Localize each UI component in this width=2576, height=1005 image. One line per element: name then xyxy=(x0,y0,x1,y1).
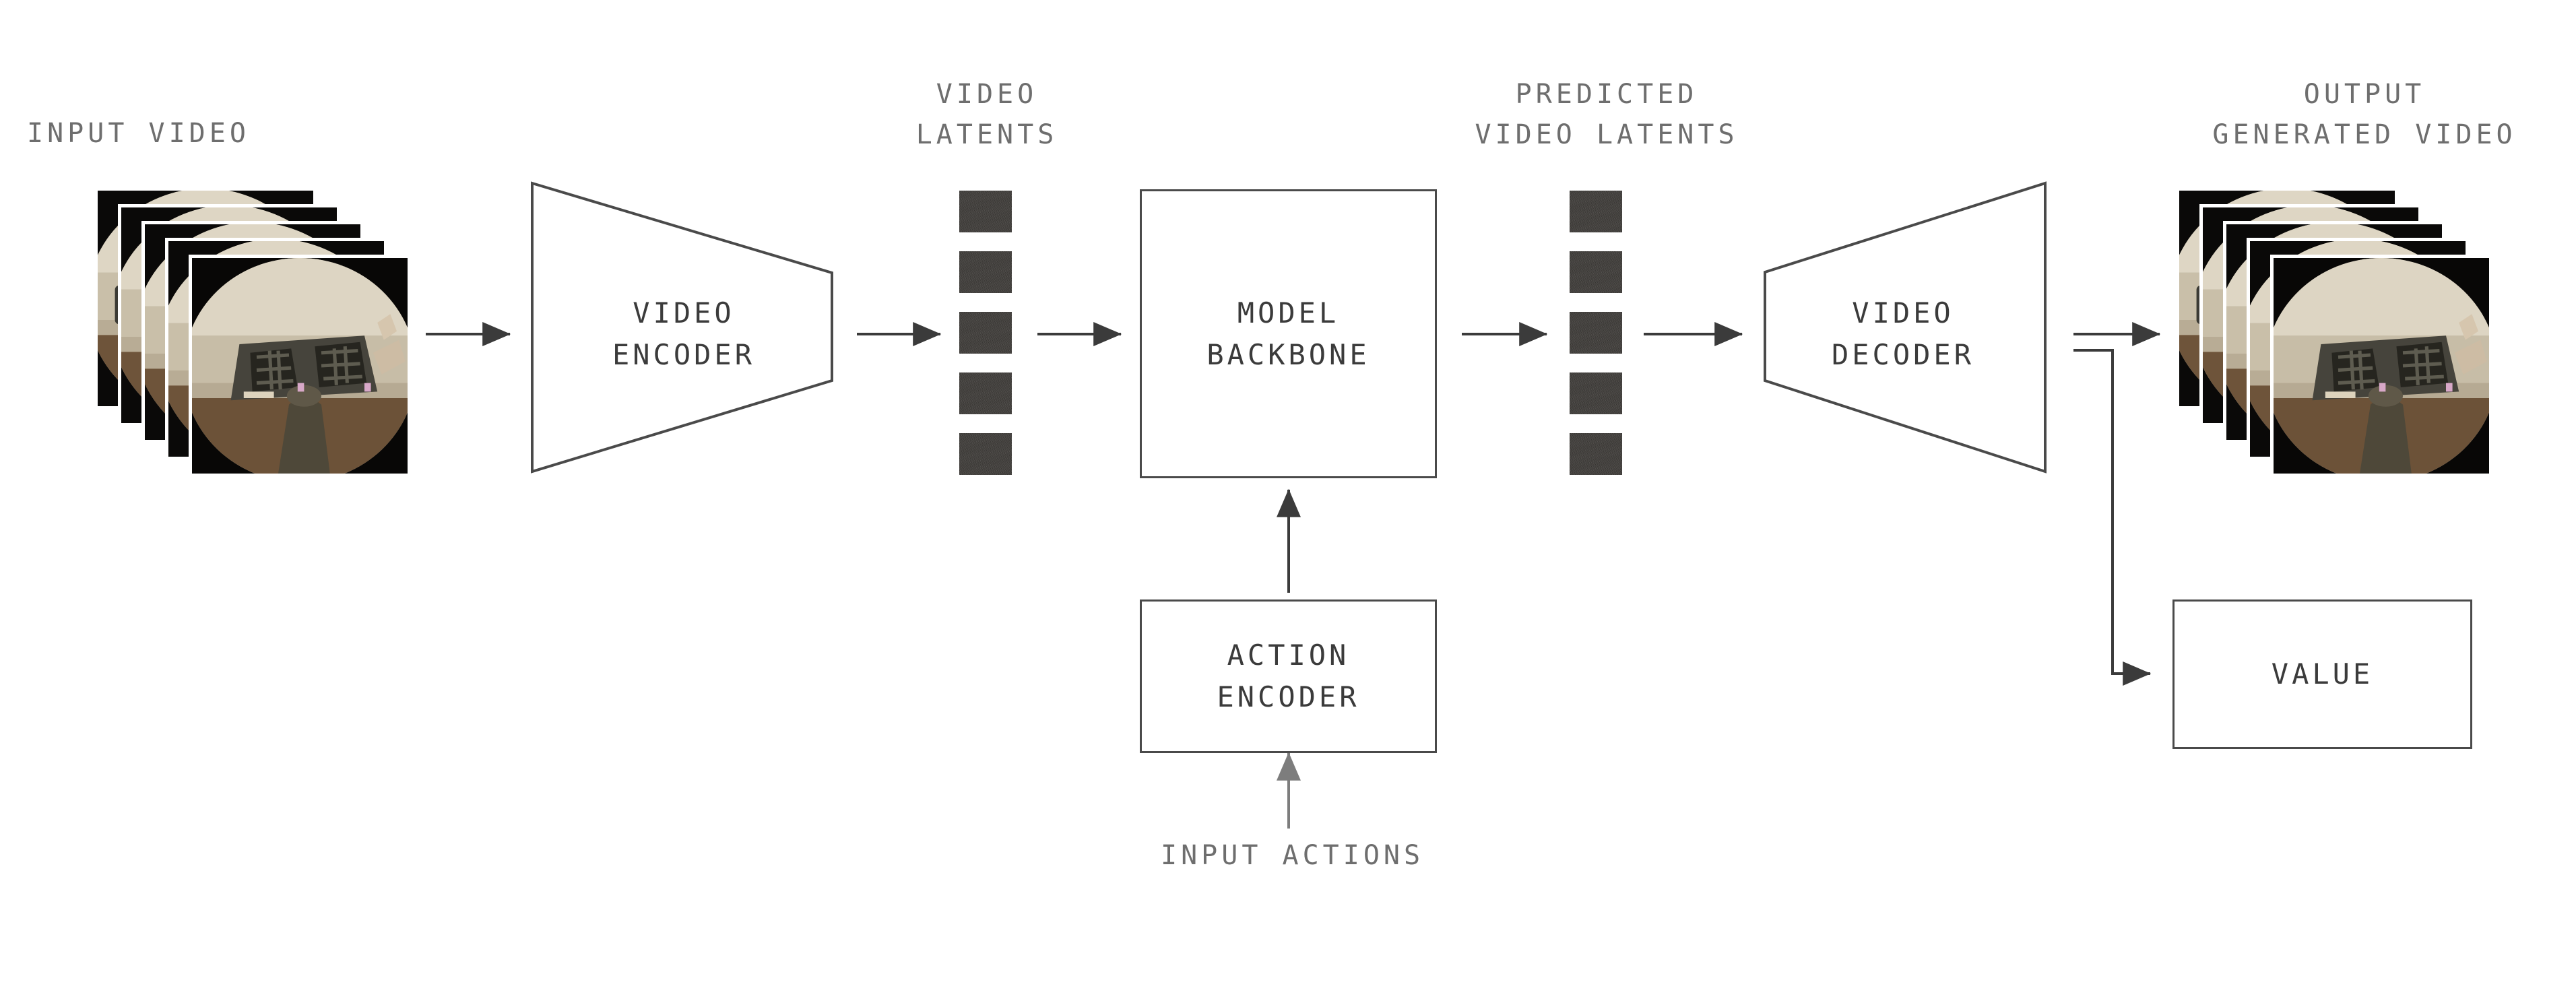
latent-tile xyxy=(1570,372,1622,414)
edge-decoder-to-value xyxy=(2073,349,2152,686)
action-encoder-box[interactable]: ACTION ENCODER xyxy=(1140,599,1437,753)
input-video-filmstack xyxy=(94,187,424,484)
value-label: VALUE xyxy=(2271,657,2374,690)
predicted-video-latents-column xyxy=(1570,191,1630,487)
model-backbone-label: MODEL BACKBONE xyxy=(1206,296,1370,371)
action-encoder-label: ACTION ENCODER xyxy=(1217,639,1360,713)
model-backbone-box[interactable]: MODEL BACKBONE xyxy=(1140,189,1437,478)
predicted-video-latents-label: PREDICTED VIDEO LATENTS xyxy=(1475,79,1739,150)
output-video-filmstack xyxy=(2176,187,2506,484)
latent-tile xyxy=(1570,312,1622,354)
video-encoder-label: VIDEO ENCODER xyxy=(612,296,755,371)
output-generated-video-label: OUTPUT GENERATED VIDEO xyxy=(2212,79,2517,150)
latent-tile xyxy=(959,251,1012,293)
input-actions-label: INPUT ACTIONS xyxy=(1161,840,1425,871)
latent-tile xyxy=(1570,191,1622,232)
video-decoder-label: VIDEO DECODER xyxy=(1831,296,1974,371)
latent-tile xyxy=(959,312,1012,354)
value-box[interactable]: VALUE xyxy=(2172,599,2472,749)
latent-tile xyxy=(1570,251,1622,293)
input-video-frame xyxy=(189,255,411,477)
kitchen-scene-icon xyxy=(2274,258,2489,474)
latent-tile xyxy=(959,433,1012,475)
video-latents-label: VIDEO LATENTS xyxy=(915,79,1058,150)
latent-tile xyxy=(1570,433,1622,475)
kitchen-scene-icon xyxy=(192,258,408,474)
latent-tile xyxy=(959,372,1012,414)
video-latents-column xyxy=(959,191,1020,487)
output-video-frame xyxy=(2270,255,2492,477)
latent-tile xyxy=(959,191,1012,232)
input-video-label: INPUT VIDEO xyxy=(27,118,250,149)
